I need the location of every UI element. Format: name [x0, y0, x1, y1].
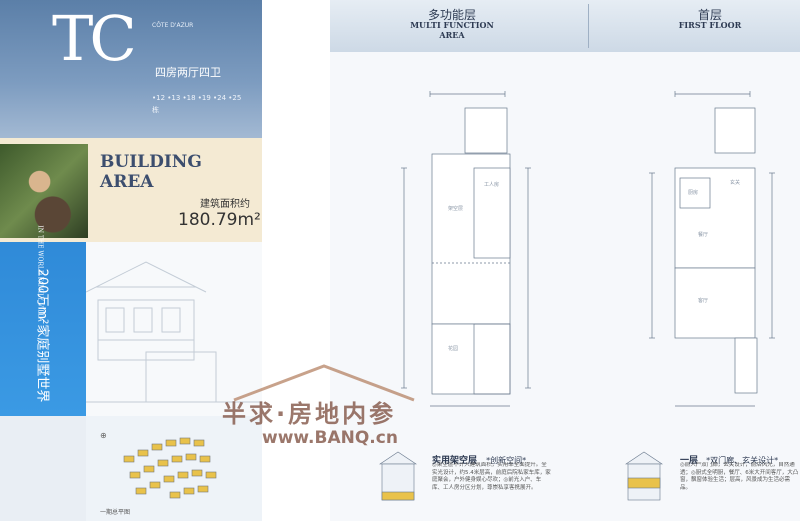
callout1-tag: *创新空间*	[486, 456, 527, 465]
unit-numbers: •12 •13 •18 •19 •24 •25栋	[152, 94, 242, 114]
area-title-line1: BUILDING	[100, 152, 202, 172]
site-plan-drawing: ⊕	[100, 431, 217, 499]
area-label: 建筑面积约	[200, 199, 250, 210]
multi-function-en-line1: MULTI FUNCTION	[410, 20, 494, 30]
building-area-title: BUILDING AREA	[100, 152, 240, 192]
unit-type-code: TC	[52, 2, 137, 75]
multi-function-en-line2: AREA	[439, 30, 465, 40]
site-plan-image: ⊕	[86, 416, 262, 521]
slogan-strip	[0, 242, 86, 416]
room-garden-label: 花园	[448, 345, 458, 352]
header-divider	[588, 4, 589, 48]
room-kitchen-label: 厨房	[688, 189, 698, 196]
room-parking-label: 架空层	[448, 205, 463, 212]
callout2-title: 一层	[680, 456, 699, 466]
callout1-text: ◎架空层不计入建筑面积，实用率全面提升。全实光设计，约5.4米层高，前庭后院私家…	[432, 462, 551, 491]
callout2-tag: *双门廊、玄关设计*	[706, 456, 779, 465]
area-title-line2: AREA	[100, 172, 154, 192]
watermark-text-cn: 半求·房地内参	[222, 400, 397, 428]
callout2-heading: 一层 *双门廊、玄关设计*	[680, 448, 778, 467]
callout2-text: ◎前入户双门廊，玄关设计，前后风光，自然通透；◎厨式全明厨，餐厅、6米大开间客厅…	[680, 462, 799, 491]
villa-sketch-image	[85, 242, 262, 416]
area-value: 180.79m²	[178, 210, 261, 230]
site-plan-margin	[0, 416, 86, 521]
first-floor-plan: 厨房 餐厅 客厅 玄关	[649, 91, 775, 407]
watermark-text-en: www.BANQ.cn	[262, 428, 398, 448]
first-floor-title: 首层	[697, 8, 722, 22]
site-plan-caption: 一期总平图	[100, 509, 131, 516]
layout-name: 四房两厅四卫	[155, 66, 221, 79]
first-floor-title-en: FIRST FLOOR	[678, 20, 742, 30]
header-color-band	[0, 0, 262, 138]
svg-text:⊕: ⊕	[100, 431, 107, 440]
multi-function-title-en: MULTI FUNCTION AREA	[392, 20, 512, 40]
villa-front-thumbnail	[379, 451, 417, 501]
watermark-house-icon	[233, 364, 415, 402]
multi-function-title: 多功能层	[427, 8, 476, 22]
callout1-heading: 实用架空层 *创新空间*	[432, 448, 526, 467]
room-worker-label: 工人房	[484, 181, 499, 188]
villa-sketch-drawing	[85, 261, 262, 403]
callout1-title: 实用架空层	[432, 456, 478, 466]
plan-header-band	[330, 0, 800, 52]
brand-logo: CÔTE D'AZUR	[152, 22, 194, 29]
room-dining-label: 餐厅	[698, 231, 708, 238]
slogan-en: IN THE WORLD FAMILY VILLA	[36, 225, 44, 322]
family-photo	[0, 144, 88, 238]
multi-function-floor-plan: 架空层 工人房 花园	[401, 91, 531, 407]
room-living-label: 客厅	[698, 297, 708, 304]
villa-side-thumbnail	[625, 451, 663, 501]
room-entry-label: 玄关	[730, 179, 740, 186]
